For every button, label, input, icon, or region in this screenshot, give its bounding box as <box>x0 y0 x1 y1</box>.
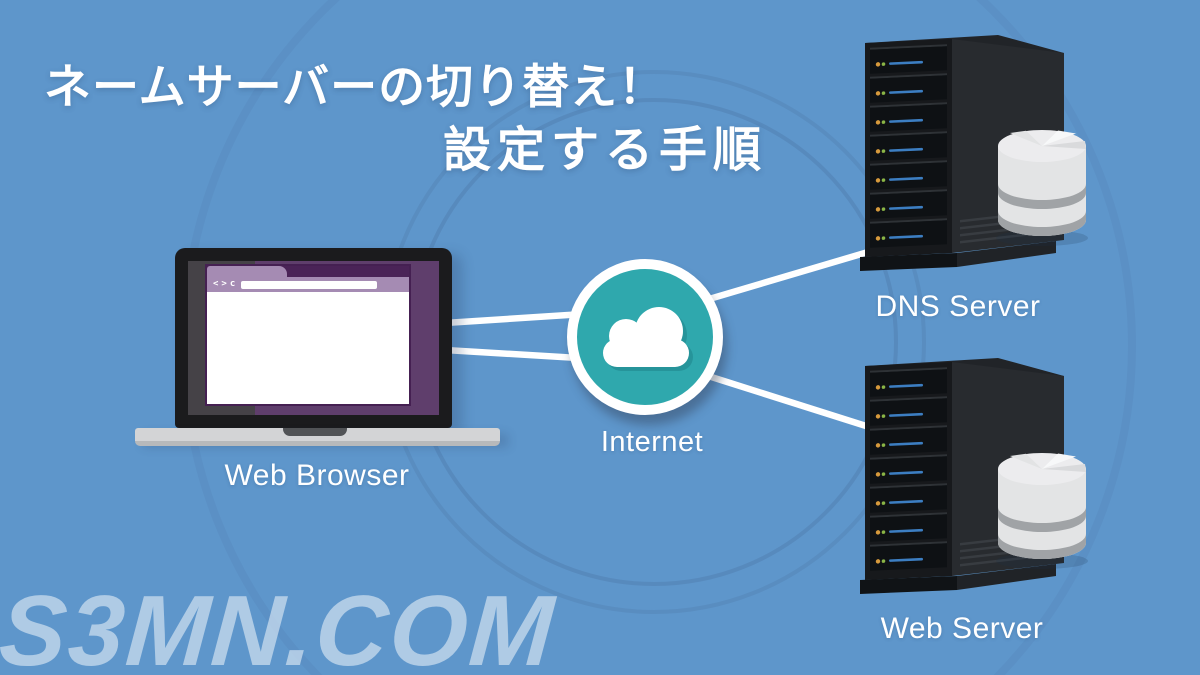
back-icon: < <box>213 279 219 289</box>
refresh-icon: c <box>229 279 236 289</box>
laptop-screen: < > c <box>188 261 439 415</box>
browser-window: < > c <box>205 264 411 406</box>
watermark: S3MN.COM <box>0 575 559 675</box>
internet-label: Internet <box>600 426 704 458</box>
web-browser-label: Web Browser <box>224 459 410 492</box>
web-server-figure <box>860 358 1088 594</box>
database-icon <box>996 130 1088 246</box>
page-title-line2: 設定する手順 <box>442 124 767 177</box>
forward-icon: > <box>221 279 227 289</box>
laptop-screen-frame: < > c <box>175 248 452 428</box>
web-server-label: Web Server <box>880 612 1044 645</box>
dns-server-label: DNS Server <box>875 290 1041 323</box>
browser-titlebar <box>207 266 409 277</box>
laptop-notch <box>283 428 347 436</box>
internet-node <box>567 259 723 415</box>
browser-content <box>207 292 409 400</box>
dns-server-figure <box>860 35 1088 271</box>
browser-tab <box>207 266 287 277</box>
cloud-icon <box>603 307 689 367</box>
laptop-illustration: < > c <box>135 248 500 448</box>
database-icon <box>996 453 1088 569</box>
browser-toolbar: < > c <box>207 277 409 292</box>
address-bar <box>241 280 377 289</box>
laptop-base-lip <box>135 441 500 446</box>
page-title-line1: ネームサーバーの切り替え！ <box>44 60 667 113</box>
